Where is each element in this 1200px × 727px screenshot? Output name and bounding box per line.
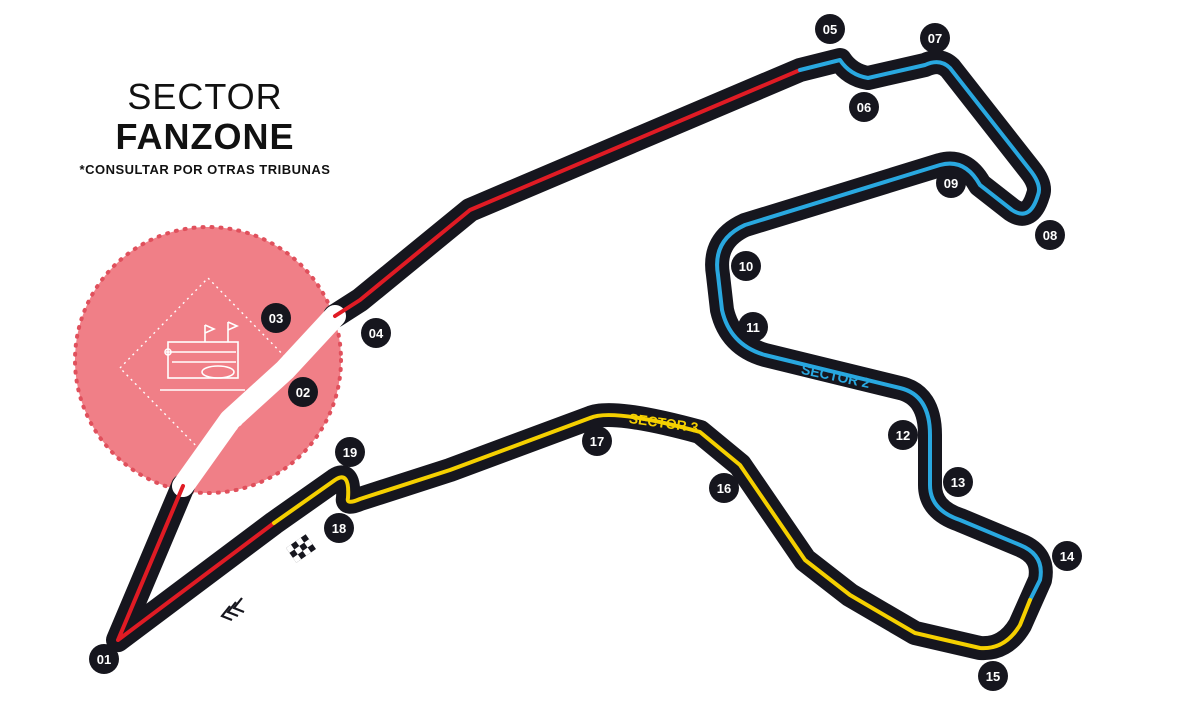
turn-marker-13[interactable]: 13: [943, 467, 973, 497]
turn-marker-circle: [738, 312, 768, 342]
turn-marker-circle: [261, 303, 291, 333]
sector-3-line: [272, 413, 1032, 651]
title-sector: SECTOR: [127, 76, 283, 117]
turn-marker-label: 14: [1060, 549, 1075, 564]
turn-marker-08[interactable]: 08: [1035, 220, 1065, 250]
sector-2-line: [715, 58, 1043, 602]
turn-marker-circle: [920, 23, 950, 53]
turn-marker-circle: [731, 251, 761, 281]
turn-marker-label: 07: [928, 31, 942, 46]
turn-marker-01[interactable]: 01: [89, 644, 119, 674]
turn-marker-14[interactable]: 14: [1052, 541, 1082, 571]
turn-marker-circle: [943, 467, 973, 497]
turn-marker-circle: [582, 426, 612, 456]
turn-marker-label: 12: [896, 428, 910, 443]
title-fanzone: FANZONE: [115, 116, 295, 157]
turn-marker-label: 09: [944, 176, 958, 191]
turn-marker-06[interactable]: 06: [849, 92, 879, 122]
turn-marker-05[interactable]: 05: [815, 14, 845, 44]
sector-1-line: [116, 484, 276, 642]
turn-marker-03[interactable]: 03: [261, 303, 291, 333]
turn-marker-circle: [288, 377, 318, 407]
turn-marker-label: 08: [1043, 228, 1057, 243]
sector-1-line-b: [333, 68, 802, 318]
turn-marker-11[interactable]: 11: [738, 312, 768, 342]
turn-marker-18[interactable]: 18: [324, 513, 354, 543]
track-white-gap: [172, 305, 346, 497]
turn-marker-label: 13: [951, 475, 965, 490]
turn-marker-label: 03: [269, 311, 283, 326]
fanzone-area[interactable]: [73, 225, 343, 495]
turn-marker-label: 05: [823, 22, 837, 37]
turn-marker-label: 02: [296, 385, 310, 400]
turn-marker-label: 19: [343, 445, 357, 460]
turn-marker-label: 10: [739, 259, 753, 274]
turn-marker-09[interactable]: 09: [936, 168, 966, 198]
turn-marker-circle: [361, 318, 391, 348]
race-direction-chevrons-icon: [220, 597, 245, 622]
turn-marker-circle: [849, 92, 879, 122]
turn-marker-circle: [936, 168, 966, 198]
turn-marker-circle: [1052, 541, 1082, 571]
turn-marker-10[interactable]: 10: [731, 251, 761, 281]
turn-marker-circle: [1035, 220, 1065, 250]
turn-marker-circle: [89, 644, 119, 674]
turn-marker-label: 06: [857, 100, 871, 115]
turn-marker-circle: [324, 513, 354, 543]
turn-marker-02[interactable]: 02: [288, 377, 318, 407]
turn-marker-19[interactable]: 19: [335, 437, 365, 467]
turn-marker-label: 11: [746, 320, 760, 335]
turn-marker-circle: [335, 437, 365, 467]
turn-marker-circle: [978, 661, 1008, 691]
turn-marker-16[interactable]: 16: [709, 473, 739, 503]
turn-marker-circle: [888, 420, 918, 450]
title-note: *CONSULTAR POR OTRAS TRIBUNAS: [79, 162, 331, 177]
turn-marker-07[interactable]: 07: [920, 23, 950, 53]
turn-marker-label: 15: [986, 669, 1000, 684]
checkered-flag-icon: [286, 534, 316, 563]
turn-marker-circle: [709, 473, 739, 503]
turn-marker-17[interactable]: 17: [582, 426, 612, 456]
turn-marker-label: 17: [590, 434, 604, 449]
turn-marker-label: 01: [97, 652, 111, 667]
turn-marker-label: 04: [369, 326, 384, 341]
turn-marker-label: 18: [332, 521, 346, 536]
turn-marker-04[interactable]: 04: [361, 318, 391, 348]
turn-marker-label: 16: [717, 481, 731, 496]
turn-marker-circle: [815, 14, 845, 44]
grandstand-icon: [119, 276, 297, 460]
turn-marker-15[interactable]: 15: [978, 661, 1008, 691]
turn-marker-12[interactable]: 12: [888, 420, 918, 450]
